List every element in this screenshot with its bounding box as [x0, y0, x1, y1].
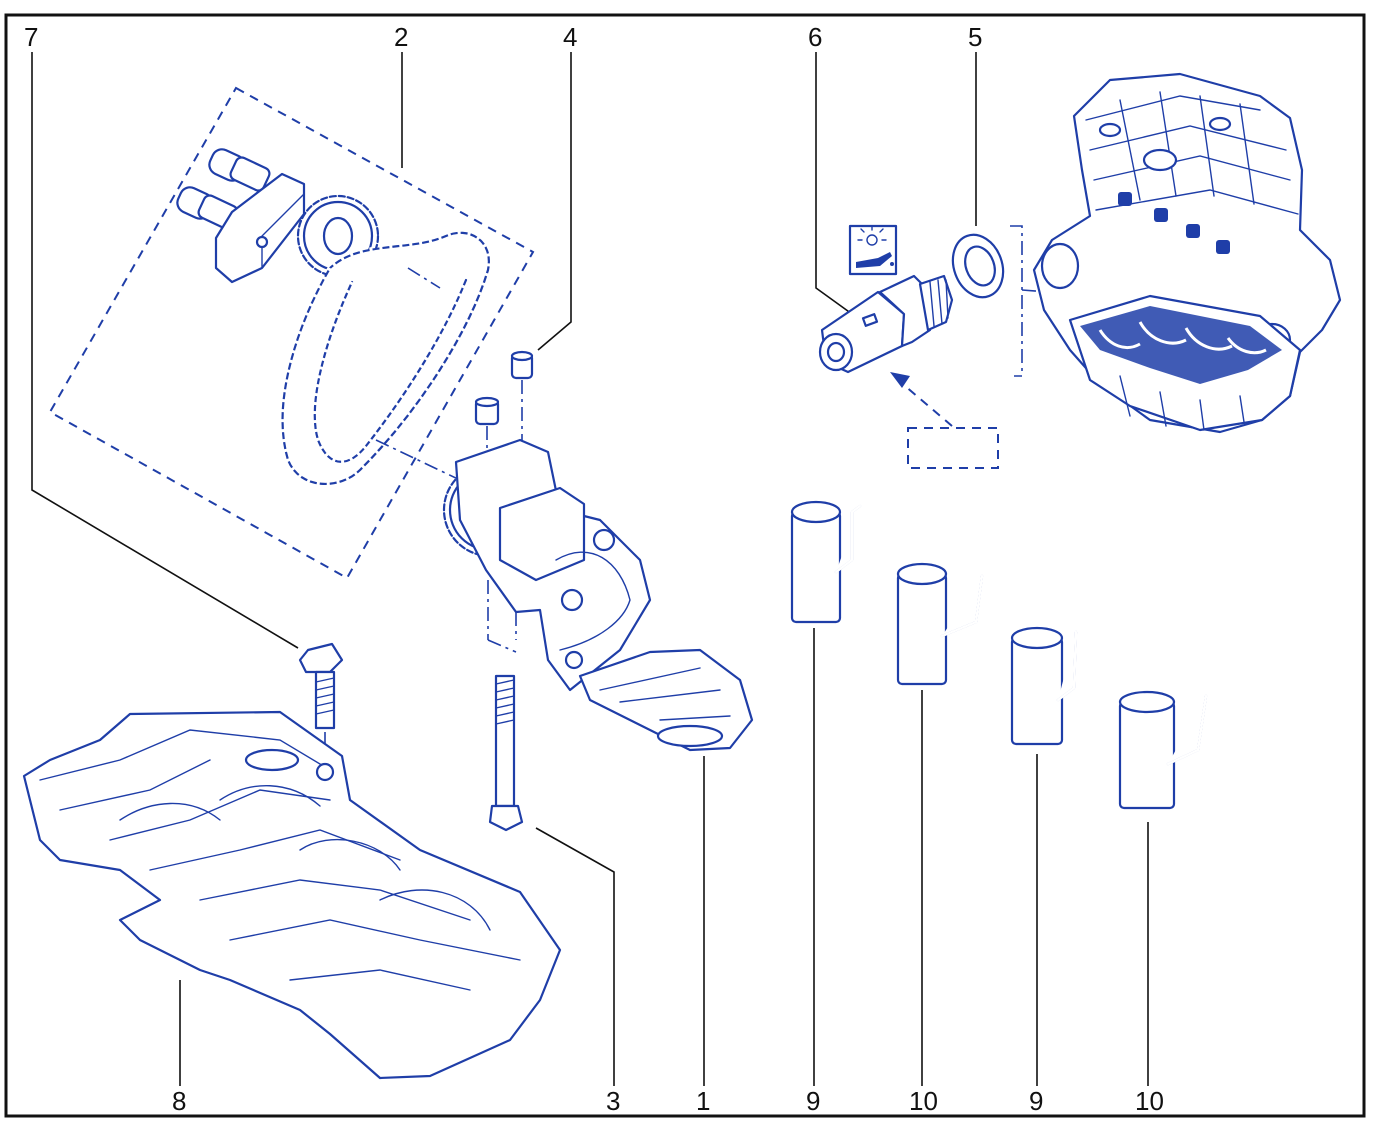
callout-8: 8	[172, 1086, 186, 1116]
callout-6: 6	[808, 22, 822, 52]
oil-pump-assembly	[442, 438, 754, 832]
leader-lines	[31, 52, 1149, 1086]
kit-dashed-boundary	[48, 86, 535, 580]
callout-3: 3	[606, 1086, 620, 1116]
chain-sprocket-kit	[48, 86, 535, 580]
callout-9-second: 9	[1029, 1086, 1043, 1116]
engine-block	[1032, 72, 1342, 434]
leader-4	[537, 52, 572, 351]
piston-cooling-jet-4	[1118, 690, 1208, 810]
callout-2: 2	[394, 22, 408, 52]
callout-10-first: 10	[909, 1086, 938, 1116]
baffle-bolt	[298, 642, 344, 770]
piston-cooling-jet-2	[896, 562, 984, 686]
callout-1: 1	[696, 1086, 710, 1116]
callout-4: 4	[563, 22, 577, 52]
oil-pressure-switch	[818, 224, 999, 469]
leader-7	[31, 52, 299, 649]
oil-baffle-plate	[22, 710, 562, 1080]
diagram-frame	[4, 13, 1366, 1118]
pump-bolt	[487, 580, 524, 832]
piston-cooling-jet-3	[1010, 626, 1078, 746]
callout-10-second: 10	[1135, 1086, 1164, 1116]
callout-5: 5	[968, 22, 982, 52]
timing-chain	[280, 230, 492, 487]
callout-labels: 7 2 4 6 5 8 3 1 9 10 9 10	[24, 22, 1164, 1116]
leader-3	[535, 827, 615, 1086]
leader-6	[815, 52, 853, 315]
callout-9-first: 9	[806, 1086, 820, 1116]
callout-7: 7	[24, 22, 38, 52]
piston-cooling-jet-1	[790, 500, 862, 624]
